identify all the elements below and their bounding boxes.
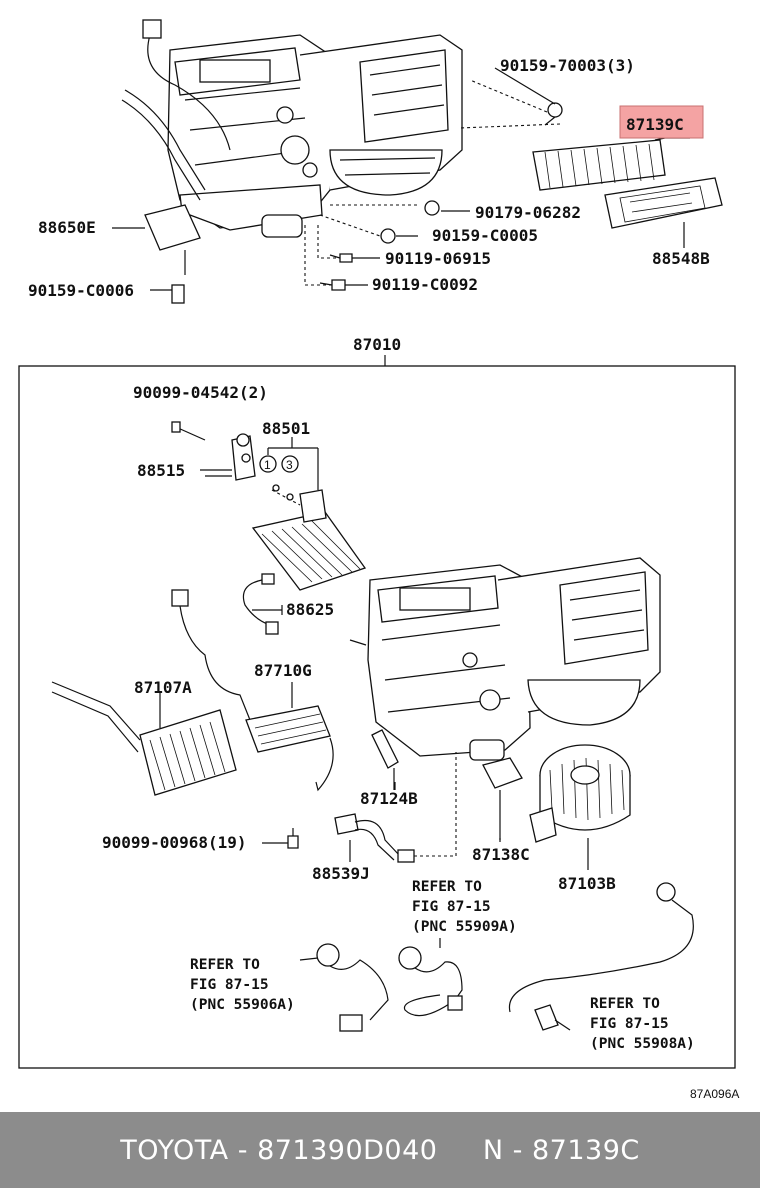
- heater-core-87107a-drawing: [51, 681, 237, 796]
- group-leader-lines: [205, 475, 501, 842]
- label-88515: 88515: [137, 461, 185, 480]
- footer-brand: TOYOTA: [120, 1134, 229, 1166]
- label-88548b: 88548B: [652, 249, 710, 268]
- footer-n-prefix: N -: [482, 1134, 532, 1166]
- label-90119-06915: 90119-06915: [385, 249, 491, 268]
- ref-55908a-line-1: REFER TO: [590, 996, 660, 1012]
- label-88501: 88501: [262, 419, 310, 438]
- label-90159-70003: 90159-70003(3): [500, 56, 635, 75]
- parts-diagram: 90159-70003(3) 87139C 90179-06282 88650E…: [18, 19, 739, 1101]
- ref-sensor-55909a-drawing: [398, 938, 463, 1017]
- label-90099-00968: 90099-00968(19): [102, 833, 247, 852]
- highlight-87139c: [619, 105, 704, 139]
- label-87138c: 87138C: [472, 845, 530, 864]
- circles-88501: 1 3: [259, 437, 319, 506]
- main-hvac-unit-drawing: [367, 557, 661, 761]
- valve-88515-drawing: [171, 421, 256, 481]
- label-87103b: 87103B: [558, 874, 616, 893]
- label-90159-c0005: 90159-C0005: [432, 226, 538, 245]
- ref-block-55908a: REFER TO FIG 87-15 (PNC 55908A): [590, 996, 695, 1052]
- evaporator-drawing: [251, 489, 367, 591]
- hose-88539j-drawing: [334, 752, 457, 863]
- sensor-88625-drawing: [242, 573, 282, 635]
- ref-55906a-line-2: FIG 87-15: [190, 977, 269, 993]
- label-90119-c0092: 90119-C0092: [372, 275, 478, 294]
- ref-55909a-line-3: (PNC 55909A): [412, 919, 517, 935]
- resistor-87138c-drawing: [482, 757, 523, 840]
- ref-sensor-55906a-drawing: [299, 943, 389, 1032]
- footer-n-value: 87139C: [532, 1134, 640, 1166]
- ref-55906a-line-1: REFER TO: [190, 957, 260, 973]
- module-88650e-drawing: [144, 204, 201, 304]
- ref-55908a-line-3: (PNC 55908A): [590, 1036, 695, 1052]
- footer-gap: [437, 1135, 482, 1166]
- ref-sensor-55908a-drawing: [508, 882, 694, 1031]
- label-90179-06282: 90179-06282: [475, 203, 581, 222]
- servo-87710g-drawing: [245, 682, 334, 792]
- group-87010-frame: [18, 365, 736, 1069]
- duct-87124b-drawing: [371, 729, 399, 790]
- label-88539j: 88539J: [312, 864, 370, 883]
- top-hvac-unit-drawing: [121, 19, 463, 238]
- ref-block-55909a: REFER TO FIG 87-15 (PNC 55909A): [412, 879, 517, 935]
- label-90159-c0006: 90159-C0006: [28, 281, 134, 300]
- part-number-footer: TOYOTA - 871390D040 N - 87139C: [0, 1112, 760, 1188]
- circle-label-1: 1: [264, 458, 271, 472]
- label-87124b: 87124B: [360, 789, 418, 808]
- filter-87139c-drawing: [532, 139, 666, 191]
- circle-label-3: 3: [286, 458, 293, 472]
- label-87139c[interactable]: 87139C: [626, 115, 684, 134]
- filter-cover-88548b-drawing: [604, 177, 723, 229]
- screw-90099-00968-drawing: [262, 828, 299, 849]
- footer-sep: -: [228, 1134, 258, 1166]
- ref-55908a-line-2: FIG 87-15: [590, 1016, 669, 1032]
- ref-55906a-line-3: (PNC 55906A): [190, 997, 295, 1013]
- blower-motor-87103b-drawing: [529, 744, 631, 870]
- label-87710g: 87710G: [254, 661, 312, 680]
- wire-harness-drawing: [171, 589, 251, 721]
- footer-part-number[interactable]: 871390D040: [257, 1134, 438, 1166]
- label-87010: 87010: [353, 335, 401, 354]
- label-88625: 88625: [286, 600, 334, 619]
- label-88650e: 88650E: [38, 218, 96, 237]
- label-90099-04542: 90099-04542(2): [133, 383, 268, 402]
- ref-block-55906a: REFER TO FIG 87-15 (PNC 55906A): [190, 957, 295, 1013]
- drawing-code: 87A096A: [690, 1087, 739, 1101]
- ref-55909a-line-1: REFER TO: [412, 879, 482, 895]
- ref-55909a-line-2: FIG 87-15: [412, 899, 491, 915]
- label-87107a: 87107A: [134, 678, 192, 697]
- top-fasteners-drawing: [319, 102, 563, 291]
